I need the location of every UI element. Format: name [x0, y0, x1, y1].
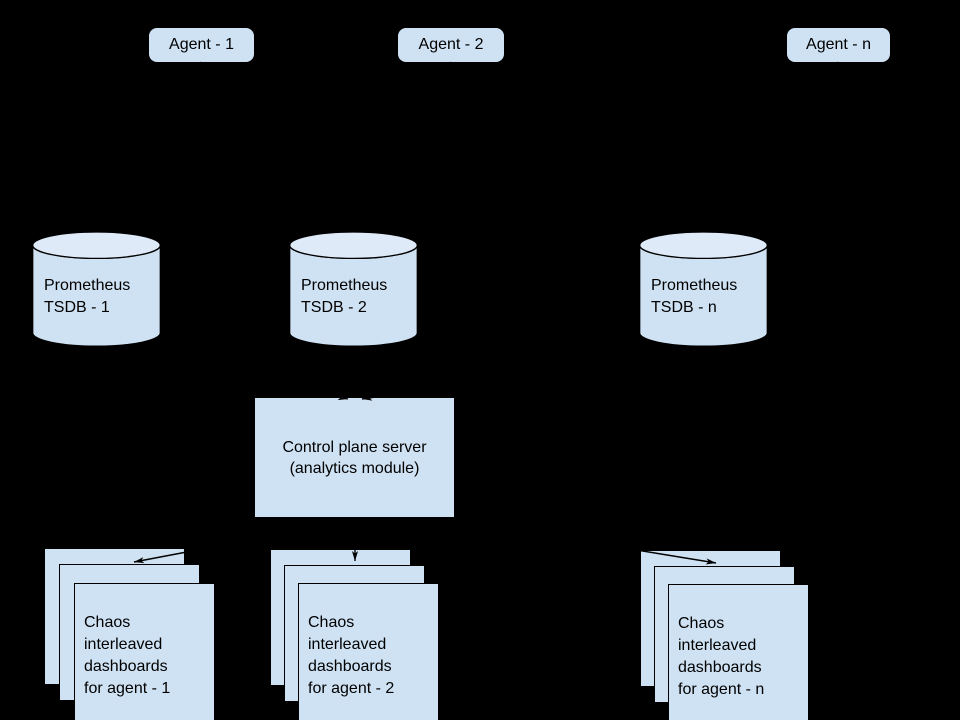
connector-tsdb1-to-control-plane: [96, 348, 349, 401]
cylinder-shape: [289, 231, 418, 347]
tsdb-1-label-line2: TSDB - 1: [44, 299, 110, 316]
stack-n-label-line2: interleaved: [678, 637, 757, 654]
agent-1-node: Agent - 1: [149, 28, 254, 62]
agent-n-node: Agent - n: [787, 28, 890, 62]
agent-n-label: Agent - n: [806, 36, 871, 53]
stack-2-label-line1: Chaos: [308, 614, 355, 631]
stack-2-label-line3: dashboards: [308, 658, 392, 675]
agent-2-label: Agent - 2: [418, 36, 484, 53]
agent-2-node: Agent - 2: [398, 28, 504, 62]
stack-1-label-line2: interleaved: [84, 636, 163, 653]
stack-1-layer-front: Chaos interleaved dashboards for agent -…: [74, 583, 215, 720]
cylinder-shape: [639, 231, 768, 347]
stack-n-label-line4: for agent - n: [678, 681, 765, 698]
tsdb-1-label-line1: Prometheus: [44, 277, 131, 294]
stack-1-label-line4: for agent - 1: [84, 680, 171, 697]
tsdb-2-label-line1: Prometheus: [301, 277, 388, 294]
connector-tsdbn-to-control-plane: [361, 348, 704, 401]
stack-n-layer-front: Chaos interleaved dashboards for agent -…: [668, 584, 809, 720]
prometheus-tsdb-n-cylinder: Prometheus TSDB - n: [639, 231, 768, 348]
stack-2-label-line4: for agent - 2: [308, 680, 395, 697]
prometheus-tsdb-1-cylinder: Prometheus TSDB - 1: [32, 231, 161, 348]
connector-agent2-to-tsdb2: [355, 61, 452, 228]
stack-2-layer-front: Chaos interleaved dashboards for agent -…: [298, 583, 439, 720]
agent-1-label: Agent - 1: [169, 36, 234, 53]
prometheus-tsdb-2-cylinder: Prometheus TSDB - 2: [289, 231, 418, 348]
stack-1-label-line1: Chaos: [84, 614, 131, 631]
stack-1-label-line3: dashboards: [84, 658, 168, 675]
control-plane-label-line1: Control plane server: [282, 439, 427, 456]
stack-n-label-line1: Chaos: [678, 615, 725, 632]
control-plane-server-node: Control plane server (analytics module): [255, 398, 454, 517]
tsdb-2-label-line2: TSDB - 2: [301, 299, 367, 316]
control-plane-label-line2: (analytics module): [289, 460, 420, 477]
tsdb-n-label-line2: TSDB - n: [651, 299, 717, 316]
connector-agent1-to-tsdb1: [98, 61, 202, 228]
connector-agentn-to-tsdbn: [704, 61, 839, 228]
tsdb-n-label-line1: Prometheus: [651, 277, 738, 294]
stack-n-label-line3: dashboards: [678, 659, 762, 676]
stack-2-label-line2: interleaved: [308, 636, 387, 653]
cylinder-shape: [32, 231, 161, 347]
